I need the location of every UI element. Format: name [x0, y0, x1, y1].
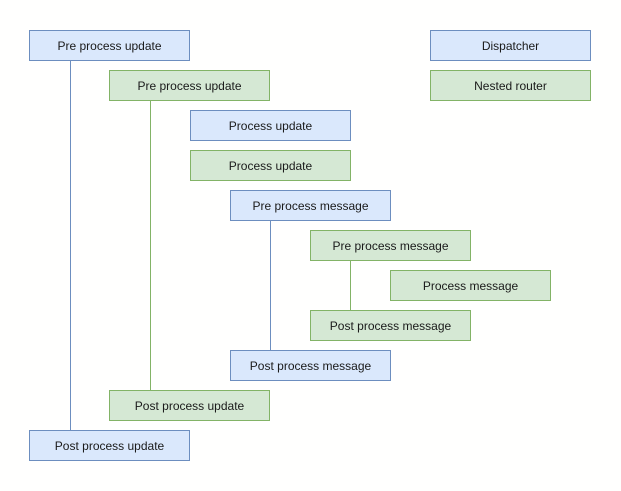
process-step-box-label: Process update [228, 158, 313, 173]
legend-item[interactable]: Dispatcher [430, 30, 591, 61]
process-step-box-label: Pre process update [137, 78, 242, 93]
process-step-box[interactable]: Post process update [109, 390, 270, 421]
process-step-box-label: Post process update [134, 398, 245, 413]
process-step-box-label: Pre process update [57, 38, 162, 53]
process-step-box[interactable]: Process update [190, 150, 351, 181]
process-step-box[interactable]: Post process message [230, 350, 391, 381]
process-step-box-label: Pre process message [332, 238, 449, 253]
legend-item-label: Nested router [474, 78, 547, 93]
connector-line-router [350, 260, 351, 311]
process-step-box[interactable]: Pre process message [310, 230, 471, 261]
connector-line-dispatcher [70, 60, 71, 431]
process-step-box[interactable]: Process message [390, 270, 551, 301]
legend-item-label: Dispatcher [481, 38, 540, 53]
connector-line-dispatcher [270, 220, 271, 351]
process-step-box-label: Pre process message [252, 198, 369, 213]
process-step-box-label: Post process message [329, 318, 452, 333]
process-step-box[interactable]: Post process message [310, 310, 471, 341]
process-step-box-label: Process update [228, 118, 313, 133]
process-step-box-label: Post process message [249, 358, 372, 373]
process-step-box-label: Post process update [54, 438, 165, 453]
process-step-box[interactable]: Pre process message [230, 190, 391, 221]
process-step-box[interactable]: Pre process update [109, 70, 270, 101]
connector-line-router [150, 100, 151, 391]
legend-item[interactable]: Nested router [430, 70, 591, 101]
process-step-box[interactable]: Post process update [29, 430, 190, 461]
process-step-box[interactable]: Process update [190, 110, 351, 141]
process-step-box-label: Process message [422, 278, 519, 293]
process-step-box[interactable]: Pre process update [29, 30, 190, 61]
